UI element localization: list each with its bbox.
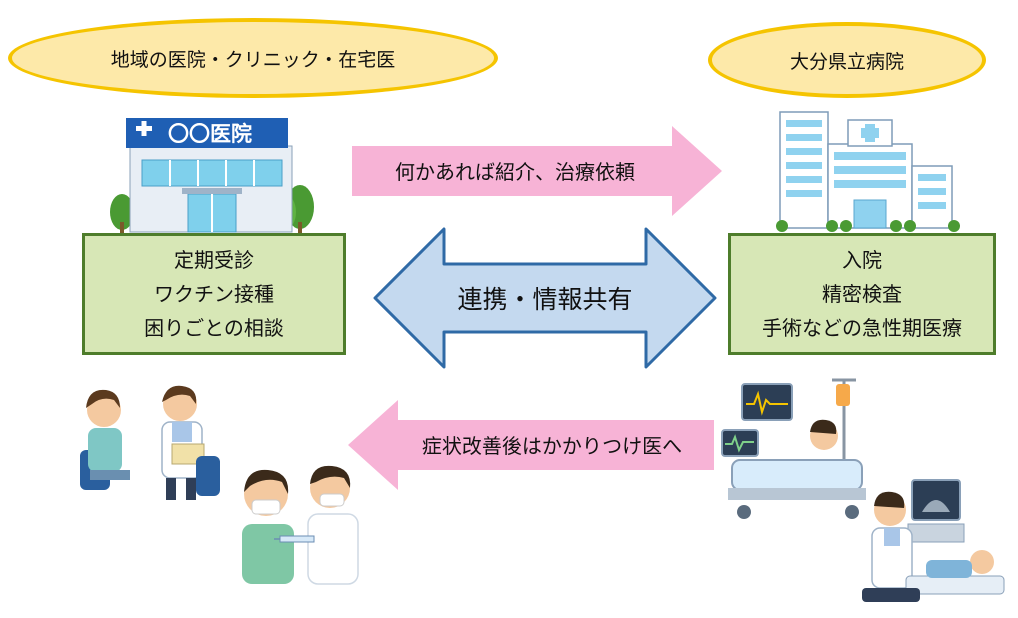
- clinic-group-title: 地域の医院・クリニック・在宅医: [110, 48, 396, 71]
- ultrasound-exam-illustration: [862, 479, 1005, 602]
- hospital-role-item: 手術などの急性期医療: [762, 316, 962, 340]
- collab-arrow-label: 連携・情報共有: [457, 285, 633, 314]
- clinic-building-icon: [110, 118, 314, 234]
- refer-arrow-label: 何かあれば紹介、治療依頼: [395, 159, 635, 184]
- return-arrow-label: 症状改善後はかかりつけ医へ: [421, 433, 683, 458]
- clinic-roles-box: 定期受診 ワクチン接種 困りごとの相談: [82, 233, 346, 355]
- refer-arrow: [352, 126, 722, 216]
- vaccination-illustration: [242, 465, 359, 585]
- hospital-bed-illustration: [721, 378, 866, 519]
- hospital-role-item: 入院: [842, 248, 882, 272]
- clinic-role-item: 困りごとの相談: [144, 316, 284, 340]
- hospital-title: 大分県立病院: [789, 50, 904, 73]
- return-arrow: [348, 400, 714, 490]
- clinic-sign-label: 〇〇医院: [168, 122, 252, 146]
- clinic-group-ellipse: 地域の医院・クリニック・在宅医: [8, 18, 498, 98]
- clinic-role-item: 定期受診: [174, 248, 254, 272]
- hospital-building-icon: [776, 111, 960, 232]
- hospital-role-item: 精密検査: [822, 282, 902, 306]
- consultation-illustration: [80, 385, 220, 500]
- collab-double-arrow: [373, 227, 717, 369]
- hospital-roles-box: 入院 精密検査 手術などの急性期医療: [728, 233, 996, 355]
- clinic-role-item: ワクチン接種: [154, 282, 274, 306]
- hospital-ellipse: 大分県立病院: [708, 22, 986, 98]
